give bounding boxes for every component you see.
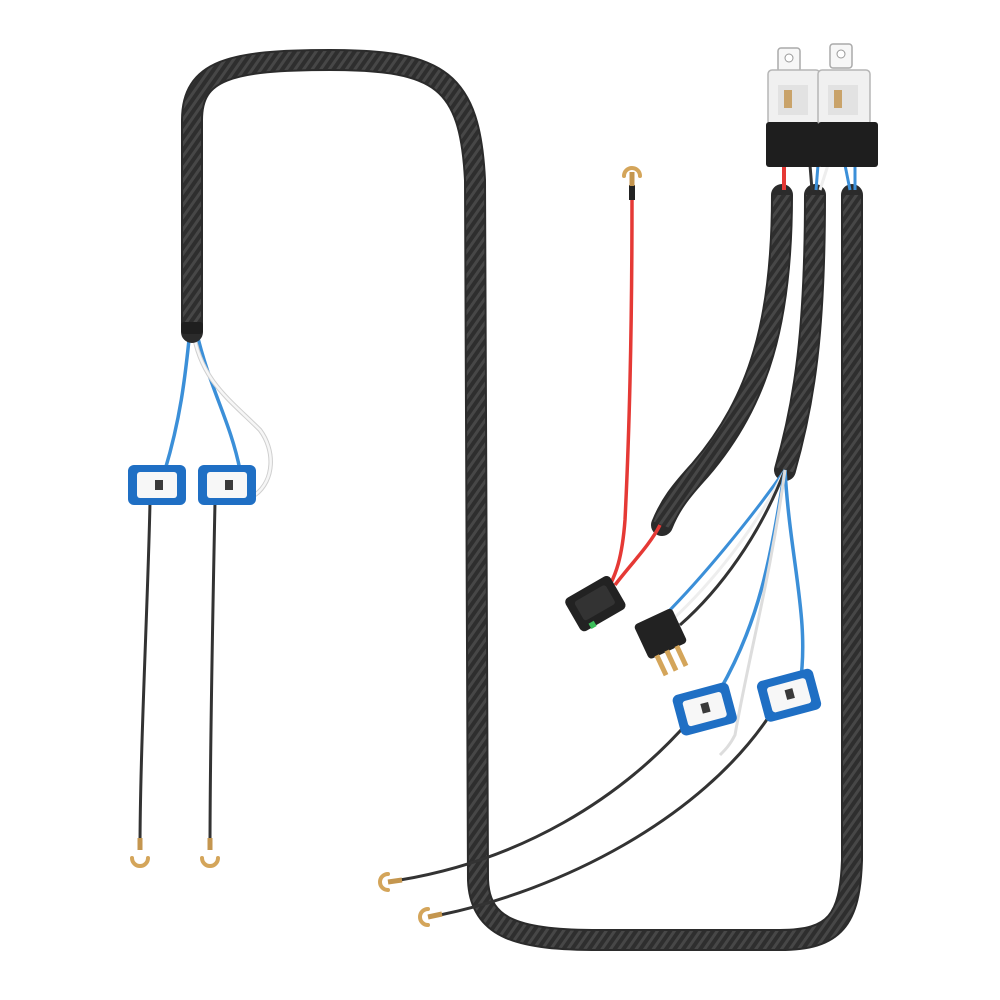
ring-terminal-icon — [200, 838, 220, 868]
ring-terminal-icon — [378, 872, 403, 892]
ring-terminals — [130, 166, 642, 927]
relay-right — [817, 43, 878, 167]
lower-ground-leads — [399, 714, 772, 917]
main-loom — [181, 48, 863, 951]
left-ground-leads — [138, 501, 217, 851]
red-power-wire — [608, 185, 662, 587]
left-socket-wires — [163, 329, 273, 497]
fuse-holder — [565, 576, 626, 632]
relay-left — [766, 47, 822, 167]
h4-socket-lower-left — [672, 682, 737, 736]
ring-terminal-icon — [130, 838, 150, 868]
h4-plug — [634, 608, 689, 677]
relay-wires — [782, 164, 857, 191]
lower-socket-wires — [663, 469, 805, 757]
center-looms — [651, 184, 826, 536]
h4-socket-lower-right — [756, 668, 822, 722]
ring-terminal-icon — [418, 907, 443, 927]
h4-socket-upper-left — [128, 465, 186, 505]
h4-socket-upper-right — [198, 465, 256, 505]
ring-terminal-icon — [622, 166, 642, 186]
